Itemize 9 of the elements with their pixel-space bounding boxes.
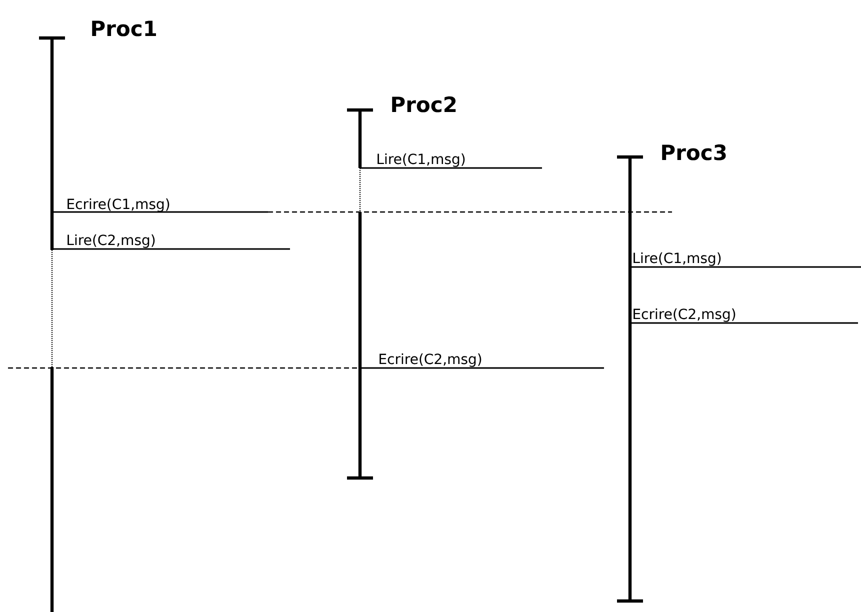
operation-label: Lire(C1,msg)	[378, 153, 465, 167]
process-name: Proc2	[392, 96, 456, 112]
process-name: Proc3	[662, 144, 726, 160]
operation-label: Lire(C1,msg)	[634, 252, 721, 266]
operation-label: Ecrire(C2,msg)	[634, 308, 736, 322]
operation-label: Ecrire(C2,msg)	[380, 353, 482, 367]
operation-label: Lire(C2,msg)	[68, 234, 155, 248]
operation-label: Ecrire(C1,msg)	[68, 198, 170, 212]
process-name: Proc1	[92, 20, 156, 36]
